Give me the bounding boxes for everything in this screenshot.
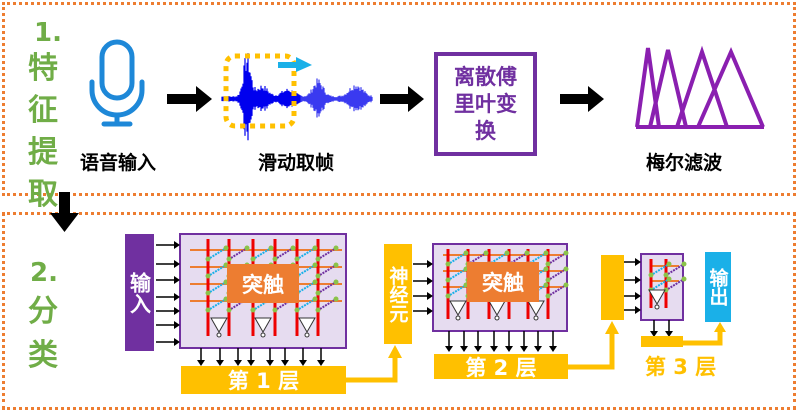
layer-1-label: 第 1 层	[227, 369, 300, 393]
classification-section	[2, 212, 796, 410]
synapse-label: 突触	[482, 271, 524, 295]
section2-number: 2.	[30, 258, 58, 288]
dft-line-1: 离散傅	[454, 64, 517, 89]
feature-extraction-section	[2, 2, 796, 196]
step-label-mel-filter: 梅尔滤波	[646, 152, 723, 174]
step-label-sliding-frame: 滑动取帧	[258, 152, 335, 174]
layer3-input-block	[601, 255, 624, 320]
neuron-label: 神经元	[386, 265, 409, 323]
layer-2-label: 第 2 层	[465, 355, 537, 380]
dft-box: 离散傅 里叶变 换	[434, 52, 537, 156]
step-label-voice-input: 语音输入	[80, 152, 157, 174]
synapse-label: 突触	[242, 272, 284, 297]
layer-1-bar: 第 1 层	[181, 366, 346, 394]
section2-title: 分类	[28, 294, 58, 373]
section1-title: 特征提取	[28, 51, 58, 212]
synapse-block-2: 突触	[467, 262, 539, 302]
output-box: 输出	[705, 252, 731, 322]
input-box: 输入	[125, 234, 154, 351]
output-label: 输出	[706, 268, 729, 306]
layer-2-bar: 第 2 层	[434, 354, 568, 380]
neuron-box: 神经元	[384, 244, 412, 344]
layer-3-bar	[641, 336, 683, 347]
synapse-block-1: 突触	[227, 264, 299, 303]
dft-line-2: 里叶变	[454, 91, 517, 116]
layer-3-label: 第 3 层	[645, 355, 717, 379]
section1-number: 1.	[34, 18, 62, 48]
dft-line-3: 换	[475, 118, 496, 143]
input-label: 输入	[127, 271, 152, 314]
